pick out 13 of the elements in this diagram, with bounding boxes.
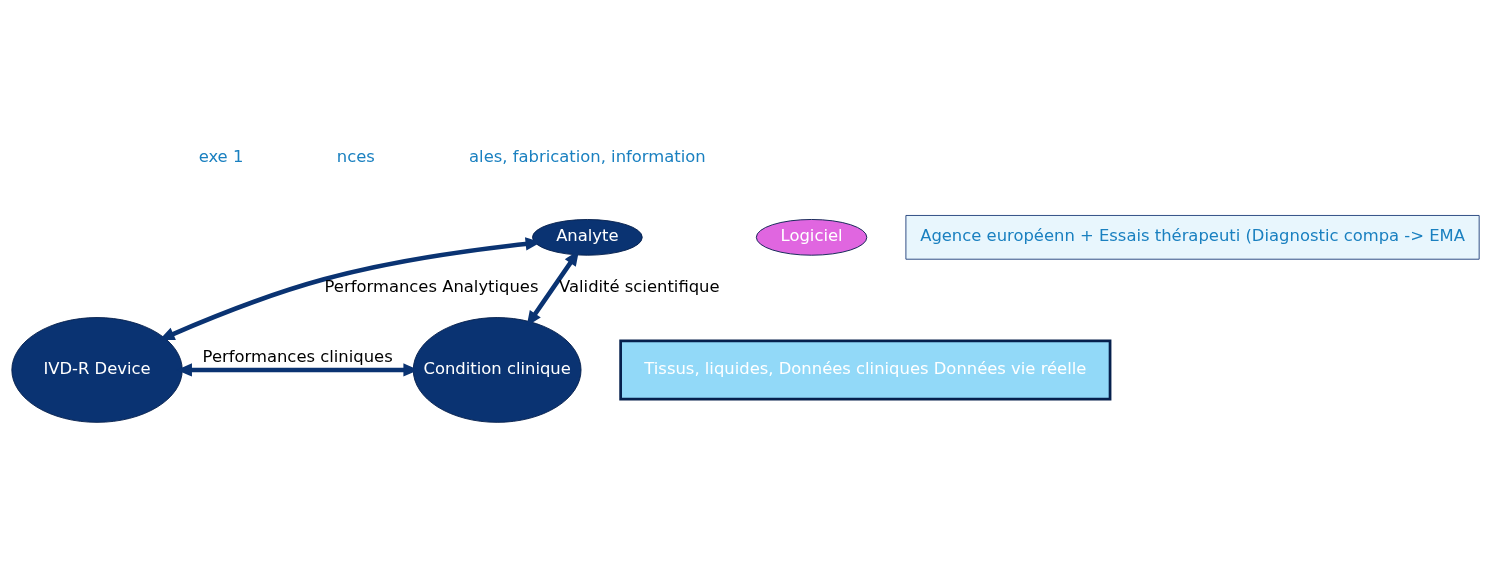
label: ales, fabrication, information — [469, 146, 706, 166]
edge-label: Performances cliniques — [202, 346, 393, 366]
edge-label: Validité scientifique — [559, 276, 720, 296]
node-ellipse: Analyte — [532, 218, 643, 256]
node-ellipse: Logiciel — [755, 218, 868, 256]
edge-label: Performances Analytiques — [324, 276, 539, 296]
label: nces — [336, 146, 375, 166]
node-box: Agence européenn + Essais thérapeuti (Diagnostic compa -> EMA — [905, 214, 1480, 260]
node-ellipse: Condition clinique — [412, 316, 582, 423]
arrow — [159, 236, 541, 340]
node-ellipse: IVD-R Device — [11, 316, 183, 423]
node-box: Tissus, liquides, Données cliniques Données vie réelle — [619, 338, 1112, 400]
label: exe 1 — [198, 146, 244, 166]
